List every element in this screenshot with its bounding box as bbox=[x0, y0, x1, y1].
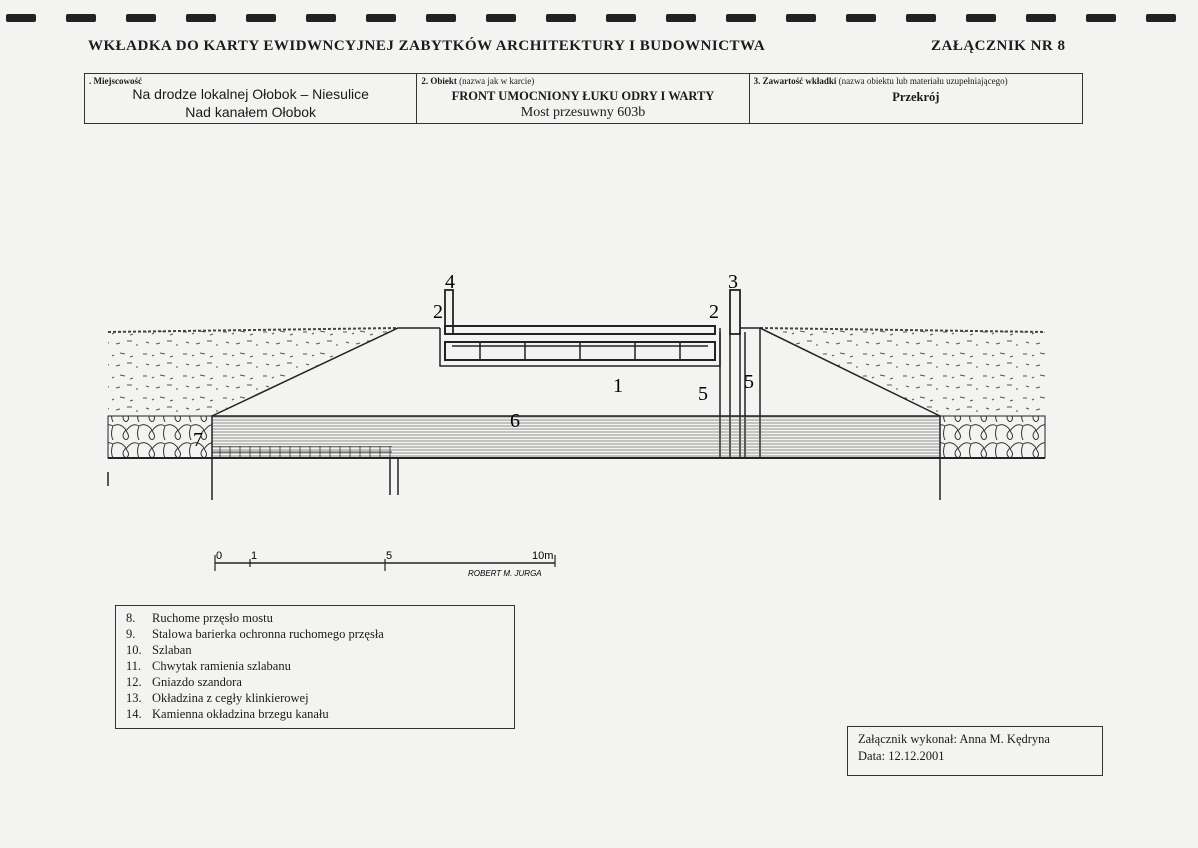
label-5-right: 5 bbox=[744, 371, 754, 393]
label-2-right: 2 bbox=[709, 301, 719, 323]
scale-tick-1: 1 bbox=[251, 550, 257, 562]
object-subtitle: Most przesuwny 603b bbox=[520, 105, 646, 120]
content-cell: 3. Zawartość wkładki (nazwa obiektu lub … bbox=[750, 74, 1082, 123]
object-name: FRONT UMOCNIONY ŁUKU ODRY I WARTY bbox=[451, 89, 715, 103]
legend-item: 12.Gniazdo szandora bbox=[126, 675, 242, 689]
movable-span bbox=[444, 325, 716, 335]
object-cell: 2. Obiekt (nazwa jak w karcie) FRONT UMO… bbox=[417, 74, 750, 123]
scale-tick-0: 0 bbox=[216, 550, 222, 562]
stone-cladding-left bbox=[107, 415, 213, 459]
barrier-post-left bbox=[444, 289, 454, 335]
scale-bar: 0 1 5 10m ROBERT M. JURGA bbox=[214, 550, 556, 578]
grass-left bbox=[107, 327, 399, 333]
locality-cell: . Miejscowość Na drodze lokalnej Ołobok … bbox=[85, 74, 418, 123]
stone-cladding-right bbox=[939, 415, 1046, 459]
legend-item: 13.Okładzina z cegły klinkierowej bbox=[126, 691, 309, 705]
locality-line-1: Na drodze lokalnej Ołobok – Niesulice bbox=[132, 86, 369, 102]
legend-item: 14.Kamienna okładzina brzegu kanału bbox=[126, 707, 329, 721]
sluice-shaft bbox=[719, 328, 761, 458]
legend-box: 8.Ruchome przęsło mostu 9.Stalowa barier… bbox=[115, 605, 515, 729]
author-line: Załącznik wykonał: Anna M. Kędryna bbox=[858, 732, 1050, 746]
drawing-author: ROBERT M. JURGA bbox=[468, 569, 542, 578]
legend-item: 9.Stalowa barierka ochronna ruchomego pr… bbox=[126, 627, 384, 641]
label-4: 4 bbox=[445, 271, 455, 293]
locality-label: . Miejscowość bbox=[89, 76, 142, 86]
locality-line-2: Nad kanałem Ołobok bbox=[185, 104, 317, 120]
label-3: 3 bbox=[728, 271, 738, 293]
label-1: 1 bbox=[613, 375, 623, 397]
scale-tick-10m: 10m bbox=[532, 550, 553, 562]
label-6: 6 bbox=[510, 410, 520, 432]
author-box: Załącznik wykonał: Anna M. Kędryna Data:… bbox=[847, 726, 1103, 776]
scale-tick-5: 5 bbox=[386, 550, 392, 562]
legend-item: 11.Chwytak ramienia szlabanu bbox=[126, 659, 291, 673]
object-label-note: (nazwa jak w karcie) bbox=[459, 76, 535, 86]
perforation-strip bbox=[0, 14, 1198, 24]
content-label: 3. Zawartość wkładki (nazwa obiektu lub … bbox=[753, 76, 1008, 86]
content-value: Przekrój bbox=[892, 90, 940, 104]
date-line: Data: 12.12.2001 bbox=[858, 749, 945, 763]
object-label: 2. Obiekt (nazwa jak w karcie) bbox=[421, 76, 535, 86]
document-title: WKŁADKA DO KARTY EWIDWNCYJNEJ ZABYTKÓW A… bbox=[88, 38, 766, 54]
legend-item: 8.Ruchome przęsło mostu bbox=[126, 611, 273, 625]
annex-number: ZAŁĄCZNIK NR 8 bbox=[931, 38, 1066, 54]
label-5-left: 5 bbox=[698, 383, 708, 405]
content-label-note: (nazwa obiektu lub materiału uzupełniają… bbox=[838, 76, 1008, 86]
info-table: . Miejscowość Na drodze lokalnej Ołobok … bbox=[84, 73, 1083, 124]
label-7: 7 bbox=[193, 429, 203, 451]
soil-right bbox=[760, 328, 1045, 416]
bridge-cross-section-drawing: 4 2 3 2 1 5 5 6 7 bbox=[107, 271, 1046, 500]
soil-left bbox=[108, 328, 398, 416]
label-2-left: 2 bbox=[433, 301, 443, 323]
barrier-post-right bbox=[729, 289, 741, 335]
brick-cladding bbox=[212, 446, 392, 458]
grass-right bbox=[759, 327, 1046, 333]
legend-item: 10.Szlaban bbox=[126, 643, 192, 657]
